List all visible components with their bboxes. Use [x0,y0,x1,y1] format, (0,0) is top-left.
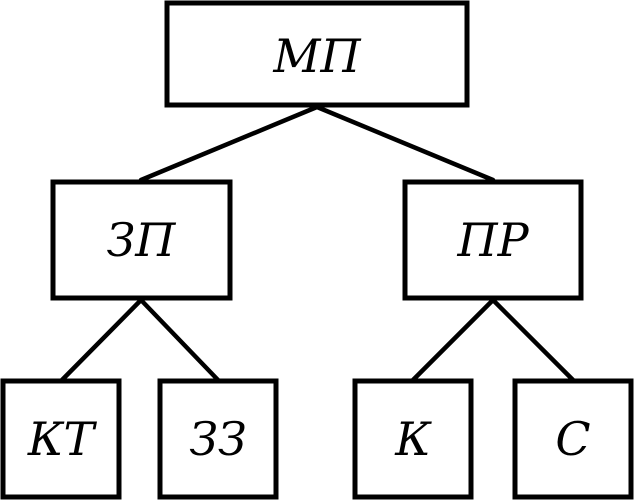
node-zz: ЗЗ [157,378,279,500]
node-kt: КТ [0,378,122,500]
node-zz-label: ЗЗ [189,412,246,466]
node-s: С [512,378,634,500]
edge-root-right [314,104,496,183]
node-k-label: К [394,412,432,466]
node-root: МП [164,0,470,108]
edge-root-left [138,104,320,183]
node-kt-label: КТ [27,412,98,466]
node-right: ПР [402,179,584,301]
edge-left-zz [138,297,221,383]
node-left-label: ЗП [107,213,177,267]
node-left: ЗП [50,179,233,301]
edge-right-k [410,297,496,383]
node-k: К [352,378,474,500]
edge-right-s [490,297,576,383]
node-root-label: МП [272,29,361,83]
node-right-label: ПР [456,213,529,267]
edge-left-kt [59,297,144,383]
node-s-label: С [555,412,590,466]
